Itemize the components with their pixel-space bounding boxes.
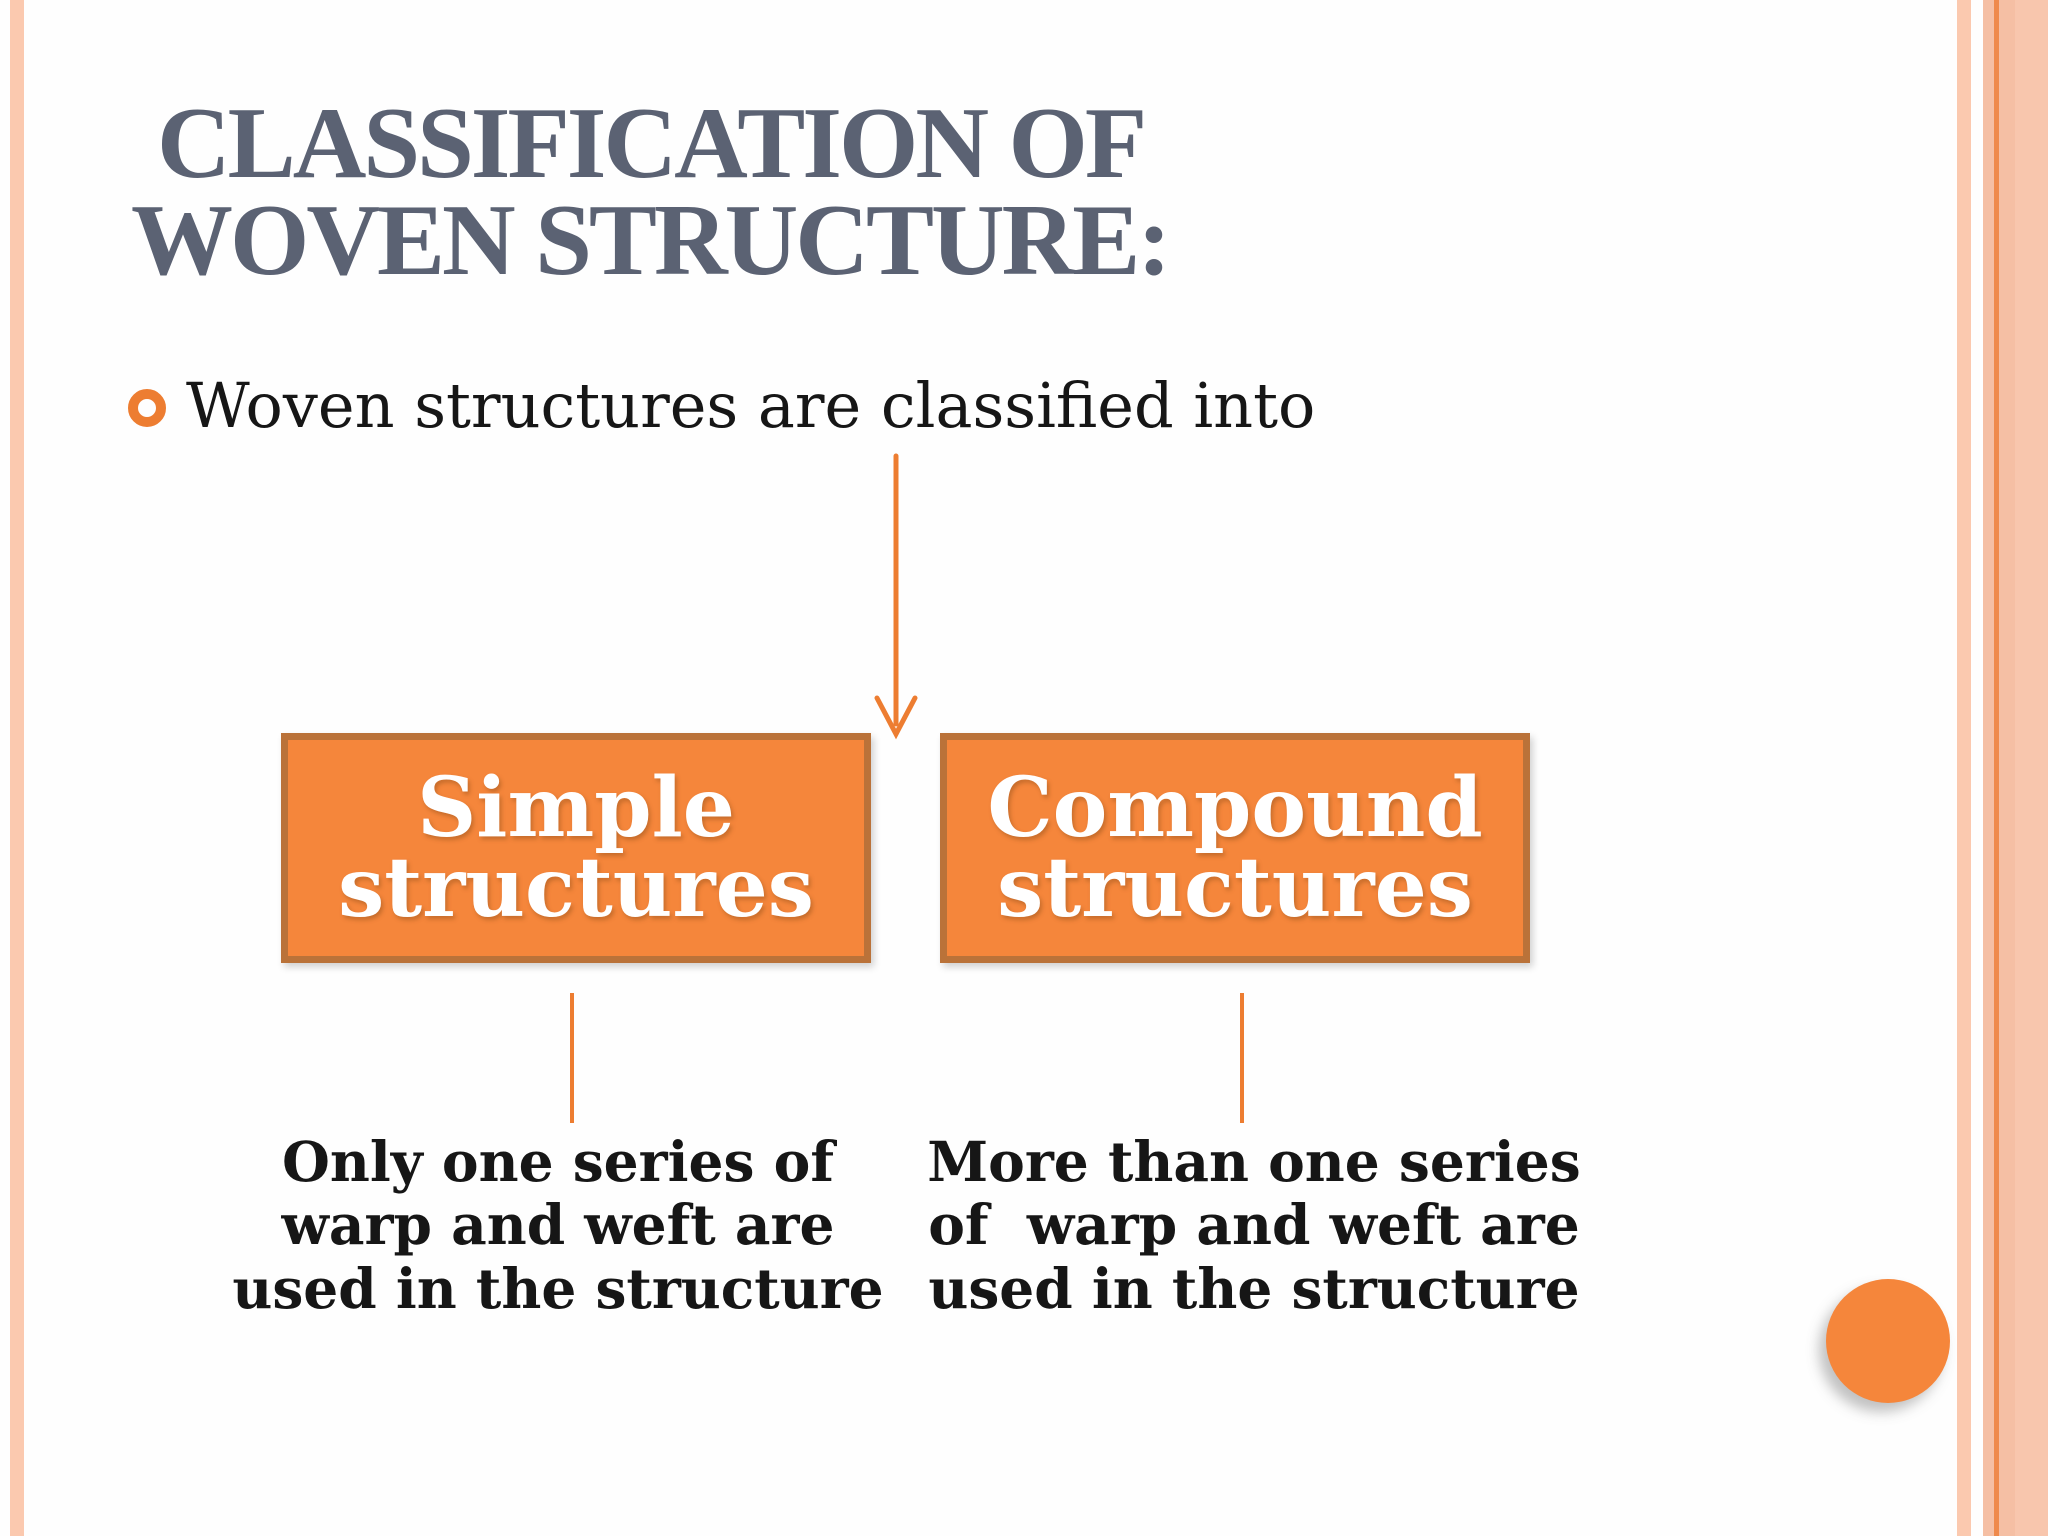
connector-line-right [1240, 993, 1244, 1123]
compound-structures-description: More than one series of warp and weft ar… [927, 1129, 1581, 1321]
ring-bullet-icon [128, 389, 166, 427]
compound-structures-box: Compound structures [940, 733, 1530, 963]
simple-structures-description: Only one series of warp and weft are use… [232, 1129, 884, 1321]
simple-structures-label: Simple structures [338, 759, 814, 936]
right-edge-stripe-thin [1957, 0, 1971, 1536]
decorative-circle [1826, 1279, 1950, 1403]
right-edge-stripe-light [2015, 0, 2048, 1536]
simple-structures-box: Simple structures [281, 733, 871, 963]
connector-line-left [570, 993, 574, 1123]
left-edge-stripe [10, 0, 24, 1536]
down-arrow-icon [874, 453, 918, 740]
bullet-text: Woven structures are classified into [186, 369, 1316, 442]
right-edge-stripe-line [1994, 0, 1999, 1536]
compound-structures-label: Compound structures [987, 759, 1483, 936]
slide-title: CLASSIFICATION OF WOVEN STRUCTURE: [131, 87, 1171, 297]
